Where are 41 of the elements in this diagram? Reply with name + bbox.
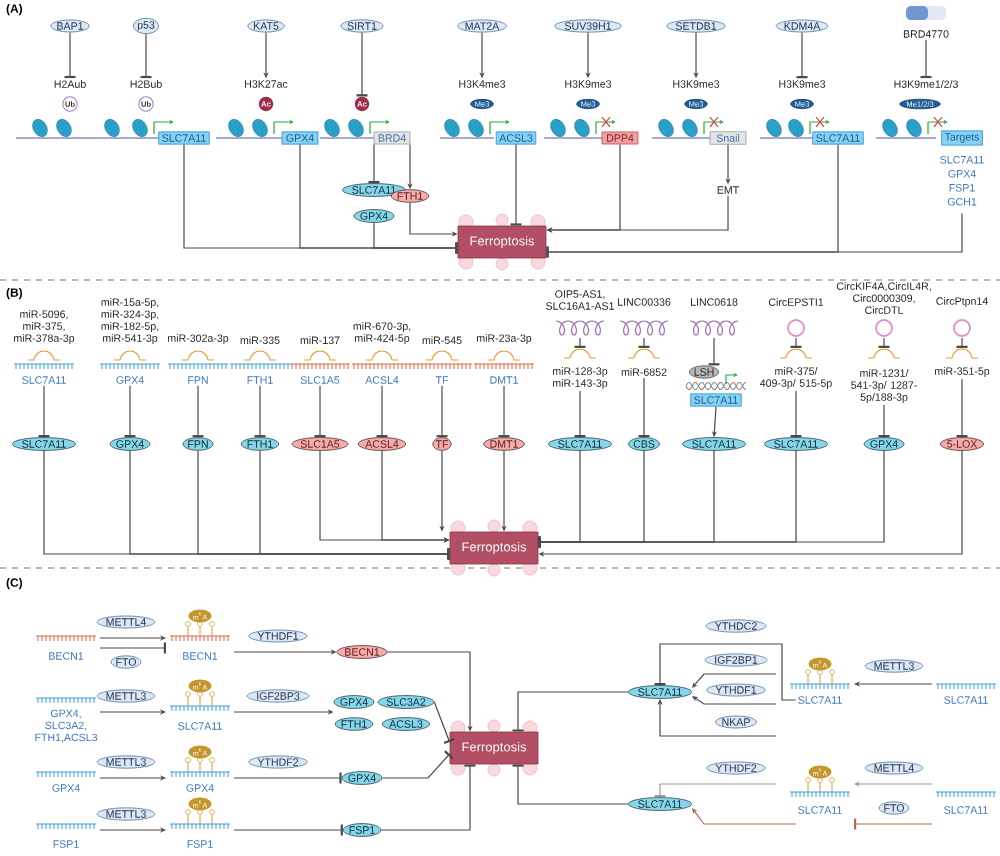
inhibition-line: [356, 32, 368, 97]
inhibition-line: [878, 337, 890, 348]
inhibition-line: [381, 750, 454, 779]
inhibition-line: [373, 222, 458, 254]
inhibition-line: [64, 31, 76, 79]
inhibition-line: [380, 764, 476, 831]
inhibition-line: [708, 337, 720, 366]
inhibition-line: [878, 404, 890, 438]
inhibition-line: [254, 385, 266, 438]
inhibition-line: [192, 385, 204, 438]
inhibition-line: [638, 337, 650, 348]
inhibition-line: [433, 701, 455, 744]
inhibition-line: [436, 385, 448, 438]
inhibition-line: [654, 643, 797, 701]
inhibition-line: [510, 143, 522, 226]
inhibition-line: [638, 377, 650, 438]
inhibition-line: [233, 824, 343, 836]
inhibition-line: [574, 390, 586, 438]
inhibition-line: [574, 337, 586, 348]
inhibition-line: [124, 385, 136, 438]
inhibition-line: [790, 390, 802, 438]
inhibition-line: [546, 212, 963, 258]
inhibition-line: [498, 385, 510, 438]
inhibition-line: [368, 143, 380, 184]
inhibition-line: [376, 385, 388, 438]
inhibition-line: [796, 31, 808, 79]
inhibition-line: [512, 764, 629, 805]
inhibition-line: [512, 691, 629, 732]
inhibition-line: [314, 385, 326, 438]
inhibition-line: [956, 378, 968, 438]
inhibition-line: [956, 337, 968, 348]
inhibition-line: [259, 450, 450, 560]
inhibition-line: [99, 642, 166, 654]
inhibition-line: [854, 818, 933, 830]
inhibition-line: [140, 33, 152, 79]
inhibition-line: [233, 772, 342, 784]
inhibition-line: [38, 385, 50, 438]
inhibition-line: [790, 337, 802, 348]
inhibition-line: [538, 450, 885, 548]
inhibition-line: [654, 783, 777, 798]
inhibition-line: [920, 39, 932, 79]
